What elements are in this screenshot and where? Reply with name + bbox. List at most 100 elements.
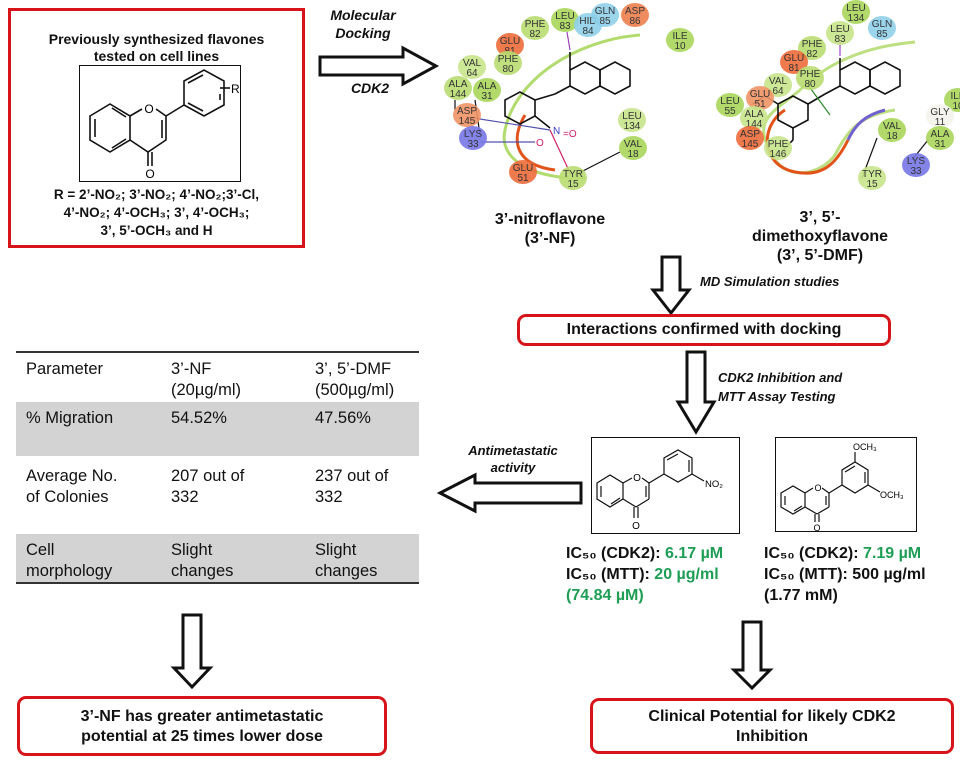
dmf-name-line1: 3’, 5’- [799, 209, 841, 226]
svg-text:GLY: GLY [930, 107, 950, 118]
svg-text:31: 31 [934, 139, 946, 150]
svg-text:51: 51 [754, 99, 766, 110]
svg-text:85: 85 [876, 29, 888, 40]
conclusion-right-box: Clinical Potential for likely CDK2 Inhib… [590, 698, 954, 754]
nf-carbonyl-oxygen: O [632, 521, 640, 532]
row-value-nf: 207 out of 332 [171, 467, 245, 506]
svg-text:LYS: LYS [907, 156, 925, 167]
antimetastatic-label-line1: Antimetastatic [468, 443, 558, 458]
svg-text:LEU: LEU [555, 11, 574, 22]
docking-label-line2: Docking [335, 25, 391, 41]
cdk2-label-line2: MTT Assay Testing [718, 389, 836, 404]
row-label: % Migration [26, 409, 114, 427]
svg-text:82: 82 [806, 49, 818, 60]
dmf-ic50-block: IC₅₀ (CDK2): 7.19 µM IC₅₀ (MTT): 500 µg/… [764, 543, 926, 606]
svg-text:GLU: GLU [750, 89, 771, 100]
row-value-nf: 54.52% [171, 409, 227, 427]
dmf-structure-box: O O OCH₃ OCH₃ [775, 437, 917, 533]
svg-text:VAL: VAL [463, 58, 482, 69]
svg-text:PHE: PHE [802, 39, 823, 50]
svg-text:LYS: LYS [464, 129, 482, 140]
docking-label-line1: Molecular [330, 7, 396, 23]
svg-text:ASP: ASP [457, 106, 477, 117]
docking-target-label: CDK2 [350, 80, 390, 96]
svg-text:15: 15 [866, 179, 878, 190]
nf-cdk2-value: 6.17 µM [664, 545, 724, 562]
svg-text:LEU: LEU [830, 24, 849, 35]
flavone-core-structure: O O R [79, 65, 241, 182]
svg-text:GLU: GLU [513, 163, 534, 174]
svg-text:VAL: VAL [624, 139, 643, 150]
nf-mtt-molar: (74.84 µM) [566, 587, 644, 604]
row-value-dmf: 47.56% [315, 409, 371, 427]
antimetastatic-label-line2: activity [490, 460, 536, 475]
conclusion-left-line1: 3’-NF has greater antimetastatic [80, 708, 324, 725]
dmf-carbonyl-oxygen: O [813, 523, 820, 533]
svg-text:146: 146 [770, 149, 787, 160]
svg-text:11: 11 [935, 117, 946, 128]
nf-structure-drawing: O O NO₂ [596, 449, 723, 532]
down-arrow-right [730, 620, 774, 691]
svg-text:PHE: PHE [768, 139, 789, 150]
svg-text:82: 82 [529, 29, 541, 40]
svg-text:80: 80 [804, 79, 816, 90]
svg-text:84: 84 [582, 26, 594, 37]
svg-text:LEU: LEU [846, 3, 865, 14]
svg-text:LEU: LEU [720, 96, 739, 107]
svg-text:GLU: GLU [500, 36, 521, 47]
svg-text:TYR: TYR [862, 169, 882, 180]
substituents-line3: 3’, 5’-OCH₃ and H [100, 223, 213, 238]
table-row: % Migration 54.52% 47.56% [16, 402, 419, 456]
svg-text:HID: HID [579, 16, 596, 27]
svg-text:81: 81 [788, 63, 800, 74]
svg-text:ALA: ALA [449, 79, 468, 90]
dmf-structure-drawing: O O OCH₃ OCH₃ [780, 442, 904, 533]
dmf-abbrev: (3’, 5’-DMF) [776, 247, 864, 264]
nf-mtt-value: 20 µg/ml [654, 566, 719, 583]
dmf-cdk2-label: IC₅₀ (CDK2): [764, 545, 863, 562]
svg-text:=O: =O [563, 129, 577, 140]
svg-text:GLN: GLN [595, 6, 616, 17]
svg-text:86: 86 [629, 16, 641, 27]
svg-text:PHE: PHE [525, 19, 546, 30]
svg-text:O: O [536, 138, 544, 149]
svg-text:10: 10 [674, 41, 686, 52]
dmf-methoxy-top: OCH₃ [853, 442, 877, 452]
svg-text:83: 83 [559, 21, 571, 32]
md-label: MD Simulation studies [700, 274, 840, 289]
svg-text:31: 31 [481, 91, 493, 102]
svg-text:83: 83 [834, 34, 846, 45]
svg-text:55: 55 [724, 106, 736, 117]
svg-text:N: N [553, 126, 560, 137]
row-value-nf: Slight changes [171, 541, 234, 580]
nf-abbrev: (3’-NF) [524, 230, 576, 247]
nf-mtt-label: IC₅₀ (MTT): [566, 566, 655, 583]
interactions-text: Interactions confirmed with docking [566, 321, 842, 338]
conclusion-left-line2: potential at 25 times lower dose [81, 728, 323, 745]
svg-text:PHE: PHE [800, 69, 821, 80]
nf-cdk2-label: IC₅₀ (CDK2): [566, 545, 665, 562]
dmf-ligand [752, 58, 901, 151]
svg-text:10: 10 [952, 101, 960, 112]
parameters-table: Parameter 3’-NF (20µg/ml) 3’, 5’-DMF (50… [16, 351, 419, 584]
intro-box: Previously synthesized flavones tested o… [8, 8, 305, 248]
dmf-mtt-label: IC₅₀ (MTT): [764, 566, 853, 583]
nf-structure-box: O O NO₂ [591, 437, 740, 534]
